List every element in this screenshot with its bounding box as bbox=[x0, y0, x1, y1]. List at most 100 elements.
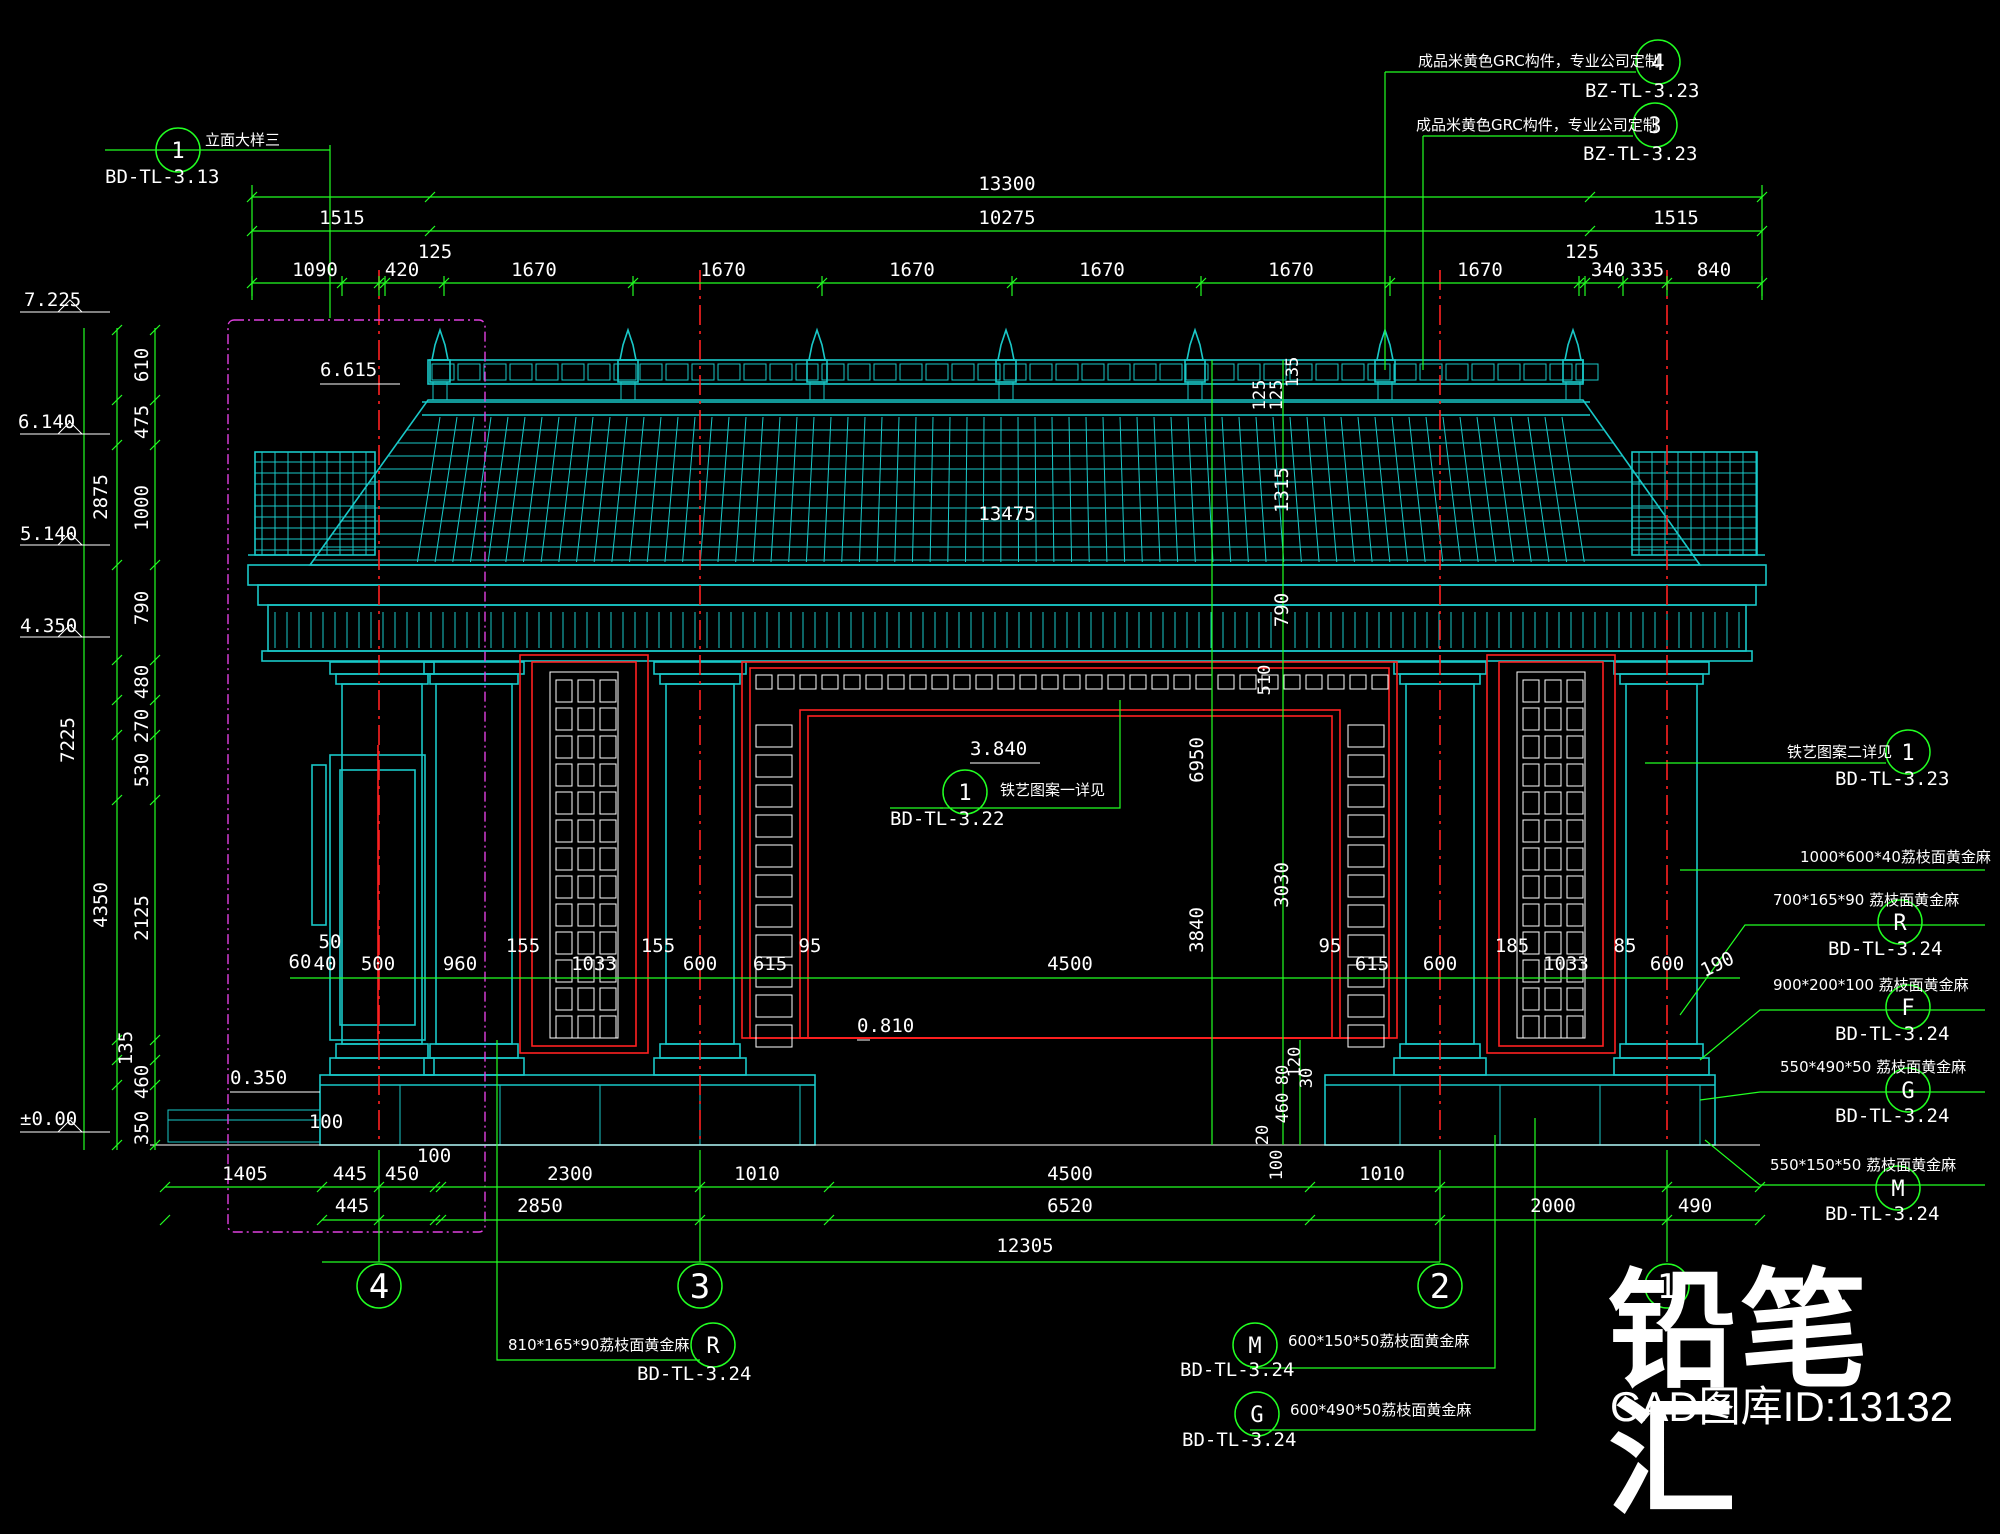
dim-center: 80 bbox=[1273, 1065, 1293, 1085]
dim-top-row3: 1670 bbox=[700, 259, 746, 281]
dim-mid: 155 bbox=[641, 935, 675, 957]
svg-text:BD-TL-3.24: BD-TL-3.24 bbox=[1180, 1359, 1294, 1381]
level-label: 6.140 bbox=[18, 411, 75, 433]
dim-bottom-row1: 450 bbox=[385, 1163, 419, 1185]
dim-center: 3840 bbox=[1186, 907, 1208, 953]
dim-top-row2: 10275 bbox=[978, 207, 1035, 229]
dim-center: 790 bbox=[1271, 593, 1293, 627]
dim-bottom-row1: 1010 bbox=[1359, 1163, 1405, 1185]
dim-left-inner: 2125 bbox=[131, 895, 153, 941]
dim-top-row3: 125 bbox=[418, 241, 452, 263]
dim-mid: 500 bbox=[361, 953, 395, 975]
dim-bottom-row1: 4500 bbox=[1047, 1163, 1093, 1185]
svg-text:550*150*50 荔枝面黄金麻: 550*150*50 荔枝面黄金麻 bbox=[1770, 1156, 1956, 1174]
dim-left-inner: 610 bbox=[131, 348, 153, 382]
svg-text:700*165*90 荔枝面黄金麻: 700*165*90 荔枝面黄金麻 bbox=[1773, 891, 1959, 909]
dim-left-inner: 480 bbox=[131, 665, 153, 699]
svg-text:BD-TL-3.22: BD-TL-3.22 bbox=[890, 808, 1004, 830]
dim-mid: 615 bbox=[1355, 953, 1389, 975]
dim-mid: 155 bbox=[506, 935, 540, 957]
svg-text:BD-TL-3.24: BD-TL-3.24 bbox=[1835, 1105, 1949, 1127]
level-label: 7.225 bbox=[24, 289, 81, 311]
dim-bottom-row1: 1405 bbox=[222, 1163, 268, 1185]
dim-mid: 1033 bbox=[1543, 953, 1589, 975]
dim-top-row3: 840 bbox=[1697, 259, 1731, 281]
dim-bottom-row1: 445 bbox=[333, 1163, 367, 1185]
dim-mid: 1033 bbox=[571, 953, 617, 975]
svg-text:成品米黄色GRC构件，专业公司定制: 成品米黄色GRC构件，专业公司定制 bbox=[1418, 52, 1660, 70]
dim-mid: 600 bbox=[683, 953, 717, 975]
level-label: 4.350 bbox=[20, 615, 77, 637]
svg-text:600*490*50荔枝面黄金麻: 600*490*50荔枝面黄金麻 bbox=[1290, 1401, 1471, 1419]
dim-bottom-row1: 100 bbox=[417, 1145, 451, 1167]
level-label: 5.140 bbox=[20, 523, 77, 545]
dim-center: 510 bbox=[1255, 665, 1275, 696]
dim-bottom-overall: 12305 bbox=[996, 1235, 1053, 1257]
svg-text:BD-TL-3.24: BD-TL-3.24 bbox=[1835, 1023, 1949, 1045]
dim-center: 20 bbox=[1253, 1125, 1273, 1145]
dim-center: 100 bbox=[1267, 1150, 1287, 1181]
dim-mid: 100 bbox=[309, 1111, 343, 1133]
svg-text:BZ-TL-3.23: BZ-TL-3.23 bbox=[1583, 143, 1697, 165]
dim-center: 30 bbox=[1297, 1068, 1317, 1088]
dim-top-row2: 1515 bbox=[1653, 207, 1699, 229]
svg-text:立面大样三: 立面大样三 bbox=[205, 131, 280, 149]
axis-number: 3 bbox=[690, 1267, 710, 1307]
level-label: ±0.00 bbox=[20, 1108, 77, 1130]
dim-top-row3: 1090 bbox=[292, 259, 338, 281]
dim-mid: 95 bbox=[1319, 935, 1342, 957]
dim-top-row3: 1670 bbox=[1268, 259, 1314, 281]
dim-center: 135 bbox=[1283, 357, 1303, 388]
svg-text:F: F bbox=[1901, 996, 1914, 1021]
dim-center: 6950 bbox=[1186, 737, 1208, 783]
dim-top-row2: 1515 bbox=[319, 207, 365, 229]
svg-text:1: 1 bbox=[958, 781, 971, 806]
dim-top-row3: 1670 bbox=[1079, 259, 1125, 281]
level-label: 3.840 bbox=[970, 738, 1027, 760]
svg-text:1: 1 bbox=[171, 139, 184, 164]
svg-text:900*200*100 荔枝面黄金麻: 900*200*100 荔枝面黄金麻 bbox=[1773, 976, 1969, 994]
level-label: 0.350 bbox=[230, 1067, 287, 1089]
svg-text:BD-TL-3.23: BD-TL-3.23 bbox=[1835, 768, 1949, 790]
svg-text:G: G bbox=[1250, 1403, 1263, 1428]
dim-left-outer: 4350 bbox=[90, 882, 112, 928]
level-label: 6.615 bbox=[320, 359, 377, 381]
dim-bottom-row2: 6520 bbox=[1047, 1195, 1093, 1217]
dim-mid: 40 bbox=[314, 953, 337, 975]
library-id: CAD图库ID:13132 bbox=[1610, 1386, 1953, 1428]
svg-text:600*150*50荔枝面黄金麻: 600*150*50荔枝面黄金麻 bbox=[1288, 1332, 1469, 1350]
svg-text:铁艺图案一详见: 铁艺图案一详见 bbox=[1000, 781, 1105, 799]
dim-mid: 185 bbox=[1495, 935, 1529, 957]
dim-mid: 960 bbox=[443, 953, 477, 975]
dim-mid: 615 bbox=[753, 953, 787, 975]
svg-text:M: M bbox=[1891, 1177, 1904, 1202]
material-note: 1000*600*40荔枝面黄金麻 bbox=[1800, 848, 1991, 866]
svg-text:R: R bbox=[1893, 911, 1907, 936]
dim-left-inner: 135 bbox=[115, 1031, 137, 1065]
dim-left-inner: 530 bbox=[131, 753, 153, 787]
dim-center: 1315 bbox=[1271, 467, 1293, 513]
svg-text:BD-TL-3.24: BD-TL-3.24 bbox=[1182, 1429, 1296, 1451]
dim-mid: 85 bbox=[1614, 935, 1637, 957]
dim-mid: 95 bbox=[799, 935, 822, 957]
dim-bottom-row2: 2000 bbox=[1530, 1195, 1576, 1217]
dim-left-inner: 475 bbox=[131, 405, 153, 439]
svg-text:成品米黄色GRC构件，专业公司定制: 成品米黄色GRC构件，专业公司定制 bbox=[1416, 116, 1658, 134]
level-label: 0.810 bbox=[857, 1015, 914, 1037]
dim-left-inner: 460 bbox=[131, 1065, 153, 1099]
dim-overall-width: 13300 bbox=[978, 173, 1035, 195]
svg-text:铁艺图案二详见: 铁艺图案二详见 bbox=[1787, 743, 1892, 761]
dim-mid: 60 bbox=[289, 951, 312, 973]
svg-text:BD-TL-3.24: BD-TL-3.24 bbox=[1828, 938, 1942, 960]
svg-text:G: G bbox=[1901, 1079, 1914, 1104]
svg-text:1: 1 bbox=[1901, 741, 1914, 766]
dim-mid: 600 bbox=[1423, 953, 1457, 975]
dim-bottom-row2: 490 bbox=[1678, 1195, 1712, 1217]
svg-text:BD-TL-3.13: BD-TL-3.13 bbox=[105, 166, 219, 188]
dim-center: 460 bbox=[1273, 1093, 1293, 1124]
dim-bottom-row1: 2300 bbox=[547, 1163, 593, 1185]
dim-left-inner: 270 bbox=[131, 709, 153, 743]
axis-number: 2 bbox=[1430, 1267, 1450, 1307]
dim-top-row3: 420 bbox=[385, 259, 419, 281]
dim-top-row3: 1670 bbox=[511, 259, 557, 281]
